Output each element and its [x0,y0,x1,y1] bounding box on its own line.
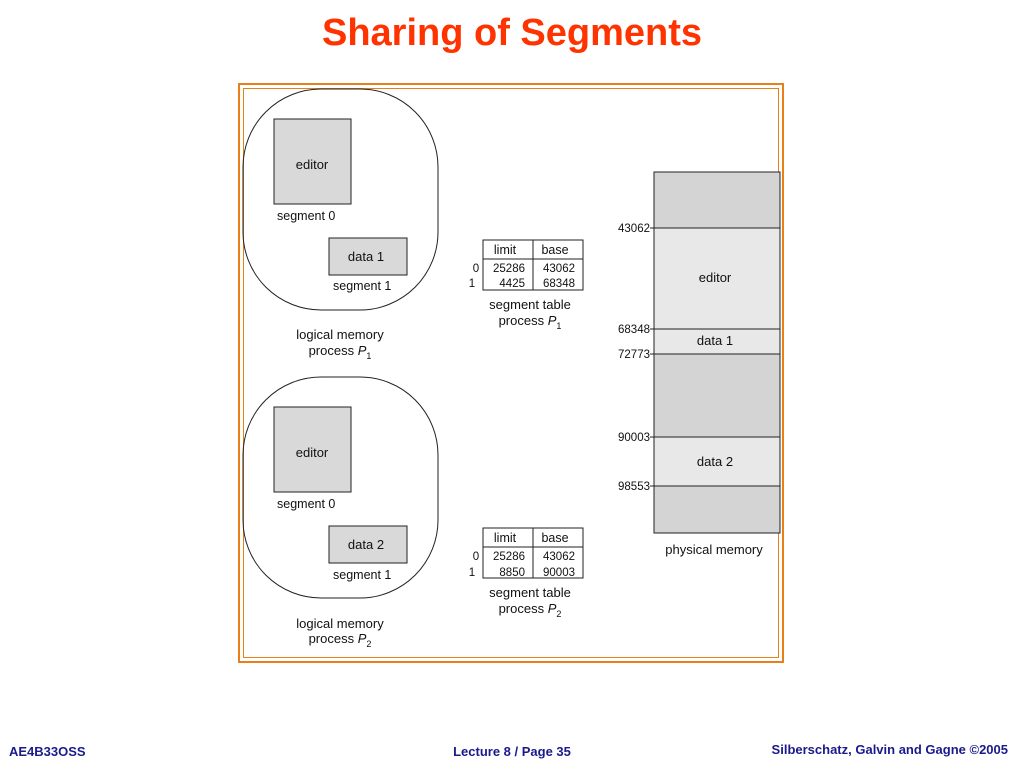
table-p1-row1-base: 68348 [543,278,575,290]
table-p1-process-caption: process P1 [499,313,562,331]
address-ticks [650,227,654,487]
table-p2-row1-index: 1 [469,567,475,579]
p1-data-segment [328,237,408,276]
p2-segment1-label: segment 1 [333,568,391,582]
segment-table-p2: limit base 0 25286 43062 1 8850 90003 [469,527,584,579]
table-p2-row0-index: 0 [473,551,479,563]
table-p1-header-limit: limit [494,243,517,257]
table-p2-header-limit: limit [494,531,517,545]
table-p1-row1-limit: 4425 [499,278,525,290]
p1-segment1-label: segment 1 [333,279,391,293]
table-p1-row0-index: 0 [473,263,479,275]
physical-free-bottom [653,485,781,534]
table-p2-row0-base: 43062 [543,551,575,563]
p1-editor-label: editor [296,157,329,172]
physical-data2-block [653,436,781,487]
p1-logical-memory-blob [242,88,439,311]
physical-free-middle [653,353,781,438]
physical-editor-label: editor [699,270,732,285]
address-label: 72773 [618,349,650,361]
p2-process-caption: process P2 [309,631,372,649]
p2-logical-caption: logical memory [296,616,384,631]
p2-data-label: data 2 [348,537,384,552]
table-p2-row0-limit: 25286 [493,551,525,563]
p2-logical-memory-blob [242,376,439,599]
table-p1-row1-index: 1 [469,278,475,290]
footer-copyright: Silberschatz, Galvin and Gagne ©2005 [771,742,1008,757]
segment-table-p1: limit base 0 25286 43062 1 4425 68348 [469,239,584,291]
physical-free-top [653,171,781,229]
table-p1-row0-limit: 25286 [493,263,525,275]
physical-data1-block [653,328,781,355]
address-label: 43062 [618,223,650,235]
physical-editor-block [653,227,781,330]
slide-title: Sharing of Segments [321,12,703,54]
table-p1-header-base: base [541,243,568,257]
footer-course-code: AE4B33OSS [9,744,86,759]
table-p1-caption: segment table [489,297,571,312]
table-p2-header-base: base [541,531,568,545]
physical-memory-column [653,171,781,534]
address-label: 68348 [618,324,650,336]
address-label: 90003 [618,432,650,444]
p1-segment0-label: segment 0 [277,209,335,223]
p1-data-label: data 1 [348,249,384,264]
footer-page-number: Lecture 8 / Page 35 [453,744,571,759]
table-p2-row1-limit: 8850 [499,567,525,579]
p2-segment0-label: segment 0 [277,497,335,511]
physical-data2-label: data 2 [697,454,733,469]
p1-editor-segment [273,118,352,205]
table-p2-process-caption: process P2 [499,601,562,619]
p2-editor-segment [273,406,352,493]
table-p1-row0-base: 43062 [543,263,575,275]
table-p2-row1-base: 90003 [543,567,575,579]
physical-memory-caption: physical memory [665,542,763,557]
p2-data-segment [328,525,408,564]
p2-editor-label: editor [296,445,329,460]
table-p2-caption: segment table [489,585,571,600]
p1-logical-caption: logical memory [296,327,384,342]
address-label: 98553 [618,481,650,493]
physical-data1-label: data 1 [697,333,733,348]
p1-process-caption: process P1 [309,343,372,361]
